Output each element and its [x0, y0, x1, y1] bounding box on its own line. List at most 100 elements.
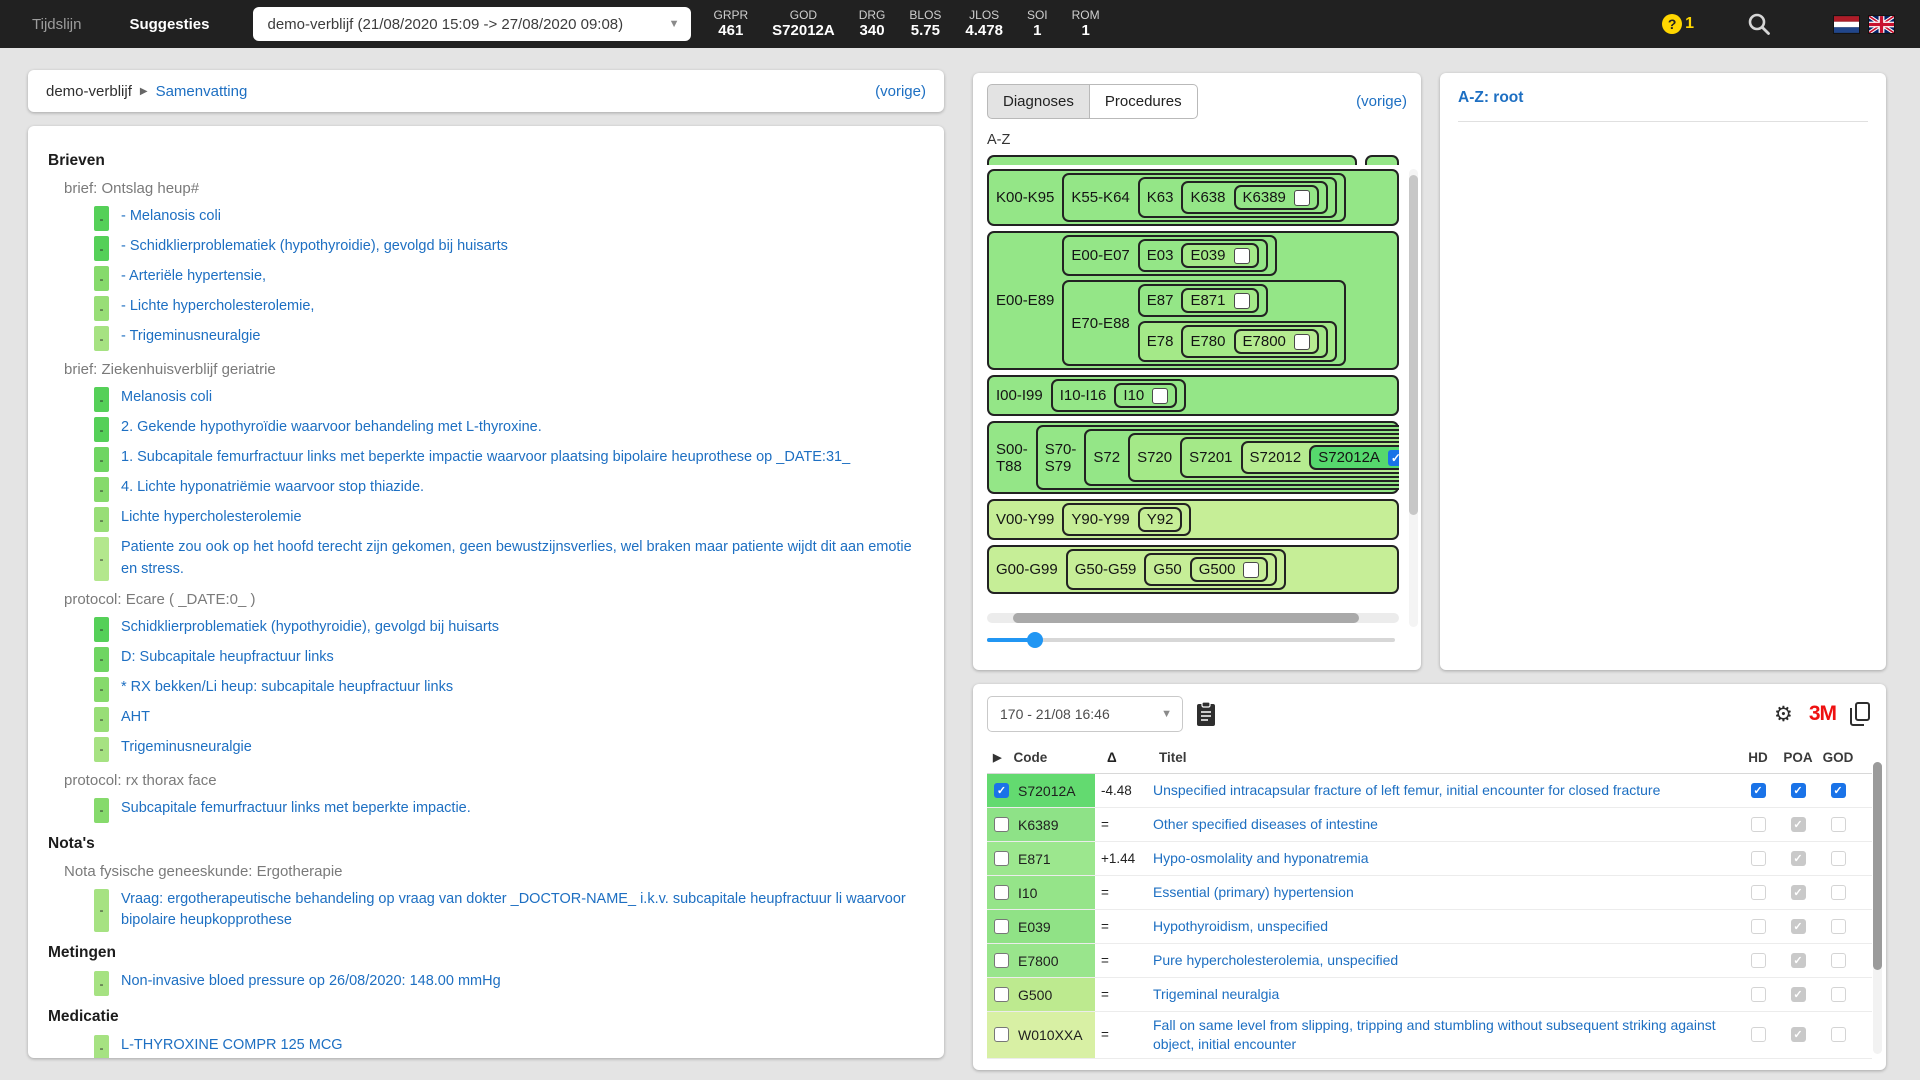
evidence-bar[interactable]	[94, 266, 109, 291]
poa-checkbox[interactable]	[1790, 885, 1806, 900]
row-checkbox[interactable]	[994, 817, 1009, 832]
evidence-bar[interactable]	[94, 1035, 109, 1058]
tab-diagnoses[interactable]: Diagnoses	[987, 84, 1090, 119]
evidence-bar[interactable]	[94, 646, 109, 672]
hd-checkbox[interactable]	[1750, 783, 1766, 798]
vorige-link[interactable]: (vorige)	[1356, 93, 1407, 110]
vorige-link[interactable]: (vorige)	[875, 82, 926, 100]
treemap-node-E78[interactable]: E78 E780 E7800	[1137, 321, 1337, 362]
poa-checkbox[interactable]	[1790, 817, 1806, 832]
treemap-node-S70-S79[interactable]: S70-S79 S72 S720 S7201 S72012 S72012A	[1035, 425, 1399, 490]
treemap-node-E03[interactable]: E03 E039	[1137, 239, 1268, 272]
treemap-vertical-scrollbar[interactable]	[1409, 169, 1418, 627]
treemap-node-K00-K95[interactable]: K00-K95 K55-K64 K63 K638 K6389	[987, 169, 1399, 226]
treemap-node-S720[interactable]: S720 S7201 S72012 S72012A	[1128, 433, 1399, 482]
god-checkbox[interactable]	[1830, 1027, 1846, 1043]
treemap-node-Y92[interactable]: Y92	[1137, 507, 1183, 532]
search-icon[interactable]	[1746, 11, 1772, 37]
poa-checkbox[interactable]	[1790, 953, 1806, 968]
stay-select[interactable]: demo-verblijf (21/08/2020 15:09 -> 27/08…	[253, 7, 692, 41]
evidence-bar[interactable]	[94, 616, 109, 642]
treemap-node-G00-G99[interactable]: G00-G99 G50-G59 G50 G500	[987, 545, 1399, 594]
evidence-bar[interactable]	[94, 537, 109, 581]
table-row[interactable]: K6389 = Other specified diseases of inte…	[987, 808, 1872, 842]
treemap-node-S72012[interactable]: S72012 S72012A	[1240, 441, 1399, 474]
table-row[interactable]: G500 = Trigeminal neuralgia	[987, 978, 1872, 1012]
evidence-bar[interactable]	[94, 236, 109, 261]
evidence-link[interactable]: - Schidklierproblematiek (hypothyroidie)…	[121, 238, 508, 254]
god-checkbox[interactable]	[1830, 953, 1846, 968]
treemap-node-E780[interactable]: E780 E7800	[1181, 325, 1328, 358]
checkbox-G500[interactable]	[1243, 561, 1260, 578]
table-row[interactable]: I10 = Essential (primary) hypertension	[987, 876, 1872, 910]
code-title-link[interactable]: Fall on same level from slipping, trippi…	[1153, 1017, 1716, 1052]
evidence-link[interactable]: Melanosis coli	[121, 389, 213, 405]
evidence-link[interactable]: 1. Subcapitale femurfractuur links met b…	[121, 449, 851, 465]
evidence-link[interactable]: * RX bekken/Li heup: subcapitale heupfra…	[121, 678, 454, 695]
checkbox-S72012A[interactable]	[1387, 449, 1399, 466]
evidence-link[interactable]: D: Subcapitale heupfractuur links	[121, 648, 334, 665]
god-checkbox[interactable]	[1830, 919, 1846, 934]
help-button[interactable]: ? 1	[1662, 14, 1694, 34]
breadcrumb-root[interactable]: demo-verblijf	[46, 82, 132, 100]
evidence-bar[interactable]	[94, 736, 109, 762]
code-title-link[interactable]: Hypothyroidism, unspecified	[1153, 918, 1329, 935]
evidence-link[interactable]: Schidklierproblematiek (hypothyroidie), …	[121, 618, 499, 635]
nav-suggesties[interactable]: Suggesties	[129, 15, 210, 33]
evidence-bar[interactable]	[94, 477, 109, 502]
treemap-node-S00-T88[interactable]: S00-T88 S70-S79 S72 S720 S7201 S72012 S7…	[987, 421, 1399, 494]
treemap-node-K638[interactable]: K638 K6389	[1181, 181, 1328, 214]
hd-checkbox[interactable]	[1750, 953, 1766, 968]
evidence-bar[interactable]	[94, 507, 109, 532]
flag-uk-icon[interactable]	[1869, 15, 1894, 33]
row-checkbox[interactable]	[994, 851, 1009, 866]
poa-checkbox[interactable]	[1790, 919, 1806, 934]
treemap-node-G500[interactable]: G500	[1189, 557, 1269, 582]
version-select[interactable]: 170 - 21/08 16:46 ▼	[987, 696, 1183, 732]
expander-icon[interactable]: ▶	[993, 752, 1002, 764]
evidence-bar[interactable]	[94, 447, 109, 472]
evidence-link[interactable]: - Trigeminusneuralgie	[121, 328, 261, 344]
evidence-bar[interactable]	[94, 296, 109, 321]
treemap-node-I10-I16[interactable]: I10-I16 I10	[1050, 379, 1187, 412]
hd-checkbox[interactable]	[1750, 1027, 1766, 1043]
evidence-link[interactable]: Lichte hypercholesterolemie	[121, 509, 302, 525]
evidence-bar[interactable]	[94, 206, 109, 231]
evidence-link[interactable]: Patiente zou ook op het hoofd terecht zi…	[121, 539, 912, 577]
evidence-bar[interactable]	[94, 676, 109, 702]
treemap-node-E87[interactable]: E87 E871	[1137, 284, 1268, 317]
code-title-link[interactable]: Trigeminal neuralgia	[1153, 986, 1280, 1003]
evidence-link[interactable]: - Lichte hypercholesterolemie,	[121, 298, 315, 314]
evidence-link[interactable]: - Arteriële hypertensie,	[121, 268, 267, 284]
treemap-node-K6389[interactable]: K6389	[1233, 185, 1319, 210]
evidence-bar[interactable]	[94, 971, 109, 996]
checkbox-E871[interactable]	[1233, 292, 1250, 309]
code-title-link[interactable]: Unspecified intracapsular fracture of le…	[1153, 782, 1661, 799]
row-checkbox[interactable]	[994, 783, 1009, 798]
checkbox-I10[interactable]	[1152, 387, 1169, 404]
table-row[interactable]: S72012A -4.48 Unspecified intracapsular …	[987, 774, 1872, 808]
poa-checkbox[interactable]	[1790, 783, 1806, 798]
treemap-node-S72[interactable]: S72 S720 S7201 S72012 S72012A	[1084, 429, 1399, 486]
checkbox-E039[interactable]	[1233, 247, 1250, 264]
row-checkbox[interactable]	[994, 885, 1009, 900]
treemap-node-V00-Y99[interactable]: V00-Y99 Y90-Y99 Y92	[987, 499, 1399, 540]
hd-checkbox[interactable]	[1750, 919, 1766, 934]
hd-checkbox[interactable]	[1750, 987, 1766, 1002]
evidence-link[interactable]: Subcapitale femurfractuur links met bepe…	[121, 799, 471, 816]
code-title-link[interactable]: Other specified diseases of intestine	[1153, 816, 1378, 833]
code-title-link[interactable]: Hypo-osmolality and hyponatremia	[1153, 850, 1369, 867]
treemap-node-E871[interactable]: E871	[1181, 288, 1259, 313]
flag-nl-icon[interactable]	[1834, 15, 1859, 33]
evidence-bar[interactable]	[94, 797, 109, 823]
clipboard-icon[interactable]	[1195, 701, 1217, 727]
evidence-bar[interactable]	[94, 706, 109, 732]
treemap-horizontal-scrollbar[interactable]	[987, 613, 1399, 623]
breadcrumb-current[interactable]: Samenvatting	[155, 82, 248, 100]
treemap-node-K63[interactable]: K63 K638 K6389	[1137, 177, 1337, 218]
evidence-bar[interactable]	[94, 326, 109, 351]
treemap-node-K55-K64[interactable]: K55-K64 K63 K638 K6389	[1062, 173, 1346, 222]
evidence-link[interactable]: AHT	[121, 708, 150, 725]
evidence-link[interactable]: Trigeminusneuralgie	[121, 738, 252, 755]
table-row[interactable]: E7800 = Pure hypercholesterolemia, unspe…	[987, 944, 1872, 978]
